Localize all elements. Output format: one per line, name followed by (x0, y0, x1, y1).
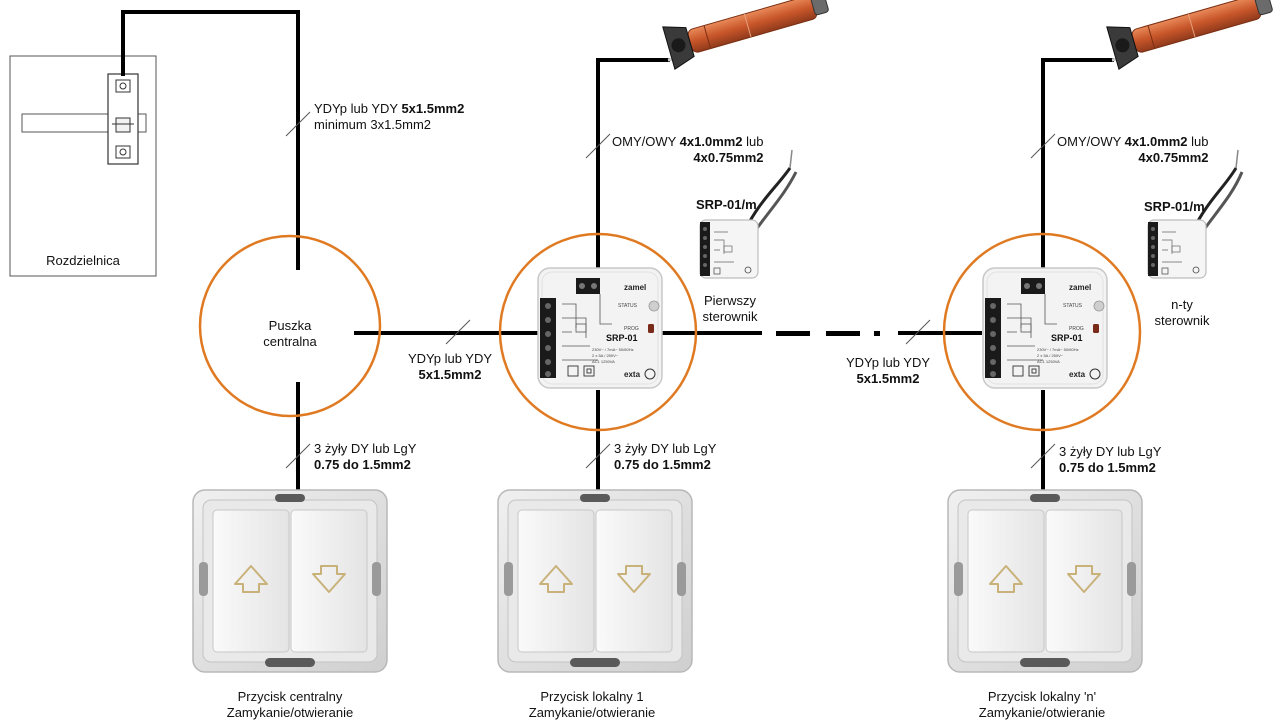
module-spec-2: 2 x 5A / 250V~ (1037, 353, 1064, 358)
nth-controller-label: n-ty sterownik (1154, 297, 1210, 328)
module-exta: exta (1069, 370, 1086, 379)
local-switch-n-icon (947, 489, 1143, 673)
module-model: SRP-01 (606, 333, 638, 343)
local-switch-1-icon (497, 489, 693, 673)
button-cable-label-3: 3 żyły DY lub LgY 0.75 do 1.5mm2 (1059, 444, 1162, 475)
module-spec-1: 230V~ / 7mA~ 50/60Hz (592, 347, 634, 352)
bus-cable-label-2: YDYp lub YDY 5x1.5mm2 (845, 355, 931, 386)
module-prog: PROG (1069, 326, 1084, 332)
feed-cable-label: YDYp lub YDY 5x1.5mm2 minimum 3x1.5mm2 (314, 101, 465, 132)
circuit-breaker-icon (107, 73, 139, 165)
first-controller-label: Pierwszy sterownik (702, 293, 758, 324)
button-cable-label-1: 3 żyły DY lub LgY 0.75 do 1.5mm2 (314, 441, 417, 472)
module-brand: zamel (624, 283, 646, 292)
wires (121, 10, 1114, 494)
srp-module-1: zamel STATUS PROG SRP-01 230V~ / 7mA~ 50… (537, 267, 663, 389)
central-button-label: Przycisk centralny Zamykanie/otwieranie (226, 689, 354, 720)
central-box-label-line2: centralna (263, 334, 317, 349)
srp-module-n: zamel STATUS PROG SRP-01 230V~ / 7mA~ 50… (982, 267, 1108, 389)
central-box-label-line1: Puszka (268, 318, 312, 333)
module-spec-1: 230V~ / 7mA~ 50/60Hz (1037, 347, 1079, 352)
module-spec-3: AC1 1250VA (1037, 359, 1060, 364)
module-brand: zamel (1069, 283, 1091, 292)
motor-cable-label-1: OMY/OWY 4x1.0mm2 lub 4x0.75mm2 (612, 134, 764, 165)
module-model: SRP-01 (1051, 333, 1083, 343)
motor-wire-2 (1041, 58, 1114, 274)
tube-motor-icon (662, 0, 834, 70)
module-exta: exta (624, 370, 641, 379)
module-spec-2: 2 x 5A / 250V~ (592, 353, 619, 358)
remote-module-1 (699, 149, 798, 279)
module-status: STATUS (1063, 303, 1083, 309)
central-box-label: Puszka centralna (230, 318, 350, 350)
module-status: STATUS (618, 303, 638, 309)
controller-n-ring (942, 232, 1142, 432)
module-spec-3: AC1 1250VA (592, 359, 615, 364)
feed-wire (121, 10, 300, 270)
central-box-ring (198, 234, 382, 418)
motor-cable-label-2: OMY/OWY 4x1.0mm2 lub 4x0.75mm2 (1057, 134, 1209, 165)
local-button-n-label: Przycisk lokalny 'n' Zamykanie/otwierani… (978, 689, 1106, 720)
bus-dashes (776, 331, 880, 336)
panel-label: Rozdzielnica (46, 253, 120, 268)
remote-label-1: SRP-01/m (696, 197, 757, 212)
central-switch-icon (192, 489, 388, 673)
remote-label-n: SRP-01/m (1144, 199, 1205, 214)
bus-cable-label-1: YDYp lub YDY 5x1.5mm2 (407, 351, 493, 382)
button-cable-label-2: 3 żyły DY lub LgY 0.75 do 1.5mm2 (614, 441, 717, 472)
controller-1-ring (498, 232, 698, 432)
cable-ticks (285, 111, 1056, 469)
module-prog: PROG (624, 326, 639, 332)
remote-module-n (1147, 149, 1244, 279)
local-button-1-label: Przycisk lokalny 1 Zamykanie/otwieranie (528, 689, 656, 720)
tube-motor-icon (1106, 0, 1278, 70)
motor-wire-1 (596, 58, 670, 274)
